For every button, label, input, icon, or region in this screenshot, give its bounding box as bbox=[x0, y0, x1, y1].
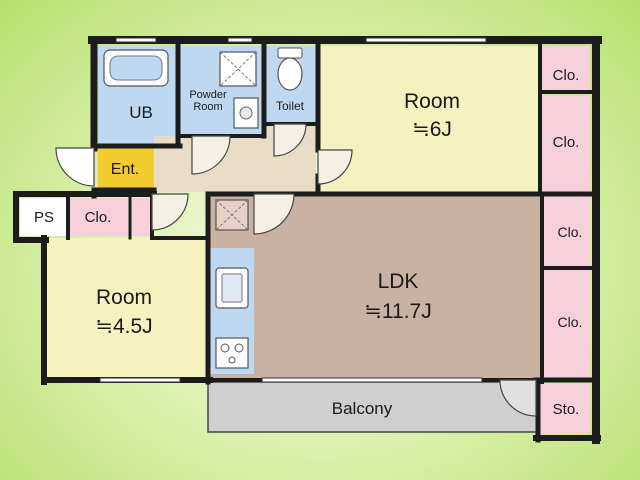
toilet-label: Toilet bbox=[276, 99, 305, 113]
closet-r1-label: Clo. bbox=[553, 67, 580, 84]
kitchen-sink-icon bbox=[215, 267, 249, 309]
entrance-label: Ent. bbox=[111, 161, 139, 178]
windows bbox=[99, 37, 487, 383]
closet-small-b bbox=[130, 198, 152, 236]
ldk-name: LDK bbox=[378, 270, 419, 293]
room-6j-name: Room bbox=[404, 90, 460, 113]
washing-machine-icon bbox=[219, 51, 257, 87]
room-4-5j bbox=[46, 238, 206, 378]
ps-shaft-icon bbox=[215, 199, 249, 231]
room-6j-size: ≒6J bbox=[412, 118, 452, 141]
closet-r3 bbox=[544, 196, 590, 266]
closet-r4-label: Clo. bbox=[558, 314, 583, 330]
bathtub-icon bbox=[103, 49, 169, 87]
stove-icon bbox=[215, 337, 249, 369]
closet-r1 bbox=[540, 46, 590, 92]
closet-small-label: Clo. bbox=[85, 209, 112, 226]
entrance bbox=[98, 146, 154, 190]
storage-label: Sto. bbox=[553, 401, 580, 418]
closet-r4 bbox=[544, 270, 590, 378]
balcony bbox=[207, 381, 539, 433]
storage bbox=[540, 384, 590, 434]
room-4-5j-size: ≒4.5J bbox=[95, 315, 152, 338]
closet-r3-label: Clo. bbox=[558, 224, 583, 240]
toilet-icon bbox=[277, 47, 303, 91]
powder-room-label-2: Room bbox=[193, 101, 222, 113]
closet-r2 bbox=[540, 96, 590, 192]
ps-box bbox=[20, 198, 68, 236]
ub-label: UB bbox=[129, 103, 153, 122]
room-4-5j-name: Room bbox=[96, 286, 152, 309]
closet-small bbox=[70, 198, 128, 236]
closet-r2-label: Clo. bbox=[553, 134, 580, 151]
sink-icon bbox=[233, 97, 259, 129]
ps-label: PS bbox=[34, 209, 54, 226]
room-6j bbox=[318, 46, 540, 192]
balcony-label: Balcony bbox=[332, 399, 393, 418]
ldk-size: ≒11.7J bbox=[364, 300, 431, 323]
powder-room-label-1: Powder bbox=[189, 89, 227, 101]
doors bbox=[55, 123, 537, 417]
